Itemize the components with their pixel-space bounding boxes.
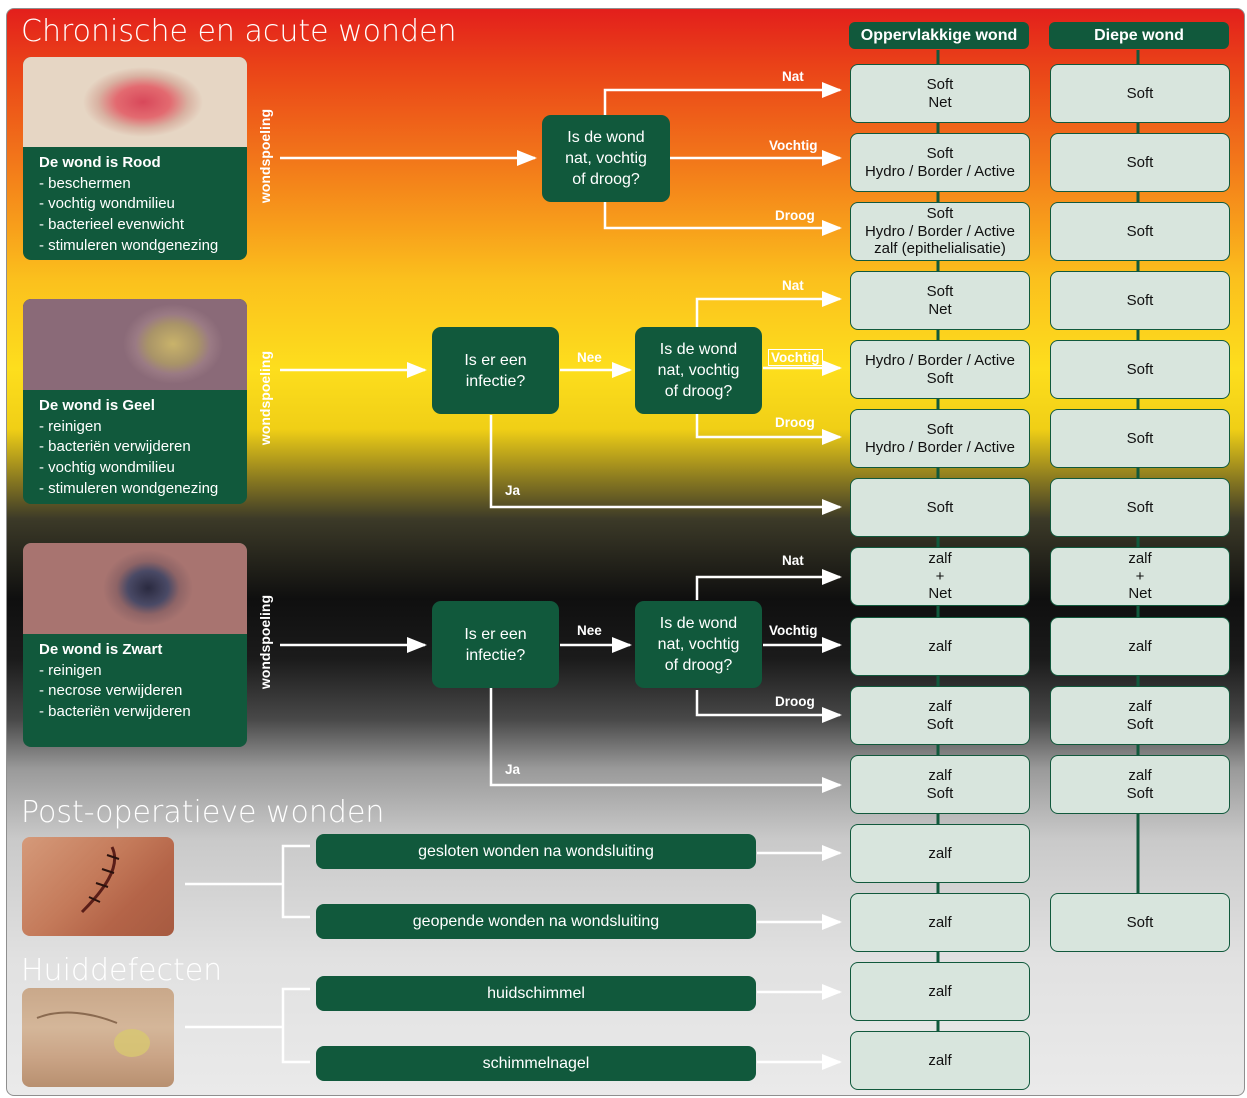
section-title-chronic: Chronische en acute wonden — [21, 14, 457, 49]
edge-label-wet: Nat — [782, 69, 804, 84]
card-black-heading: De wond is Zwart — [39, 641, 163, 658]
suture-marks — [80, 846, 120, 914]
result-superficial: Soft Hydro / Border / Active zalf (epith… — [850, 202, 1030, 261]
black-wound-photo — [23, 543, 247, 634]
edge-label-wet: Nat — [782, 278, 804, 293]
edge-label-dry: Droog — [775, 415, 815, 430]
card-black-item: - necrose verwijderen — [39, 682, 183, 700]
result-superficial: zalf Soft — [850, 686, 1030, 745]
result-superficial: Soft — [850, 478, 1030, 537]
edge-label-yes: Ja — [505, 762, 521, 777]
edge-label-dry: Droog — [775, 694, 815, 709]
result-deep: Soft — [1050, 478, 1230, 537]
label-wound-rinse: wondspoeling — [257, 350, 273, 446]
card-red-item: - bacterieel evenwicht — [39, 216, 185, 234]
card-yellow-item: - reinigen — [39, 417, 102, 435]
result-deep: zalf + Net — [1050, 547, 1230, 606]
yellow-wound-photo — [23, 299, 247, 390]
edge-label-yes: Ja — [505, 483, 521, 498]
edge-label-moist: Vochtig — [768, 349, 823, 366]
option-closed-wounds: gesloten wonden na wondsluiting — [316, 834, 756, 869]
card-black-wound: De wond is Zwart - reinigen - necrose ve… — [23, 543, 247, 747]
result-superficial: Soft Hydro / Border / Active — [850, 133, 1030, 192]
card-yellow-item: - bacteriën verwijderen — [39, 438, 191, 456]
card-red-item: - beschermen — [39, 174, 131, 192]
edge-label-dry: Droog — [775, 208, 815, 223]
option-opened-wounds: geopende wonden na wondsluiting — [316, 904, 756, 939]
decision-moisture-yellow: Is de wond nat, vochtig of droog? — [635, 327, 762, 414]
result-superficial: zalf — [850, 824, 1030, 883]
label-wound-rinse: wondspoeling — [257, 594, 273, 690]
edge-label-wet: Nat — [782, 553, 804, 568]
card-yellow-wound: De wond is Geel - reinigen - bacteriën v… — [23, 299, 247, 504]
card-black-item: - bacteriën verwijderen — [39, 703, 191, 721]
result-superficial: zalf — [850, 893, 1030, 952]
result-deep: Soft — [1050, 340, 1230, 399]
result-deep: Soft — [1050, 893, 1230, 952]
card-red-item: - vochtig wondmilieu — [39, 195, 175, 213]
result-superficial: Soft Hydro / Border / Active — [850, 409, 1030, 468]
card-red-item: - stimuleren wondgenezing — [39, 236, 219, 254]
card-black-item: - reinigen — [39, 661, 102, 679]
option-skin-fungus: huidschimmel — [316, 976, 756, 1011]
result-deep: zalf Soft — [1050, 755, 1230, 814]
decision-moisture-red: Is de wond nat, vochtig of droog? — [542, 115, 670, 202]
toe-outline — [36, 1011, 150, 1057]
card-yellow-item: - stimuleren wondgenezing — [39, 479, 219, 497]
result-deep: Soft — [1050, 64, 1230, 123]
result-superficial: Soft Net — [850, 64, 1030, 123]
label-wound-rinse: wondspoeling — [257, 108, 273, 204]
decision-infection-yellow: Is er een infectie? — [432, 327, 559, 414]
section-title-skin: Huiddefecten — [21, 953, 223, 988]
postop-wound-photo — [22, 837, 174, 936]
edge-label-moist: Vochtig — [769, 138, 818, 153]
edge-label-no: Nee — [577, 623, 602, 638]
result-superficial: zalf — [850, 1031, 1030, 1090]
result-deep: Soft — [1050, 202, 1230, 261]
result-deep: Soft — [1050, 271, 1230, 330]
result-deep: zalf — [1050, 617, 1230, 676]
result-deep: Soft — [1050, 133, 1230, 192]
edge-label-no: Nee — [577, 350, 602, 365]
nail-fungus-photo — [22, 988, 174, 1087]
header-deep: Diepe wond — [1049, 22, 1229, 49]
decision-infection-black: Is er een infectie? — [432, 601, 559, 688]
result-superficial: Soft Net — [850, 271, 1030, 330]
result-superficial: zalf — [850, 617, 1030, 676]
card-yellow-heading: De wond is Geel — [39, 397, 155, 414]
card-yellow-item: - vochtig wondmilieu — [39, 459, 175, 477]
result-superficial: Hydro / Border / Active Soft — [850, 340, 1030, 399]
edge-label-moist: Vochtig — [769, 623, 818, 638]
result-superficial: zalf — [850, 962, 1030, 1021]
red-wound-photo — [23, 57, 247, 147]
result-superficial: zalf + Net — [850, 547, 1030, 606]
header-superficial: Oppervlakkige wond — [849, 22, 1029, 49]
decision-moisture-black: Is de wond nat, vochtig of droog? — [635, 601, 762, 688]
card-red-wound: De wond is Rood - beschermen - vochtig w… — [23, 57, 247, 260]
card-red-heading: De wond is Rood — [39, 154, 161, 171]
section-title-postop: Post-operatieve wonden — [21, 795, 385, 830]
result-deep: zalf Soft — [1050, 686, 1230, 745]
option-nail-fungus: schimmelnagel — [316, 1046, 756, 1081]
result-superficial: zalf Soft — [850, 755, 1030, 814]
result-deep: Soft — [1050, 409, 1230, 468]
